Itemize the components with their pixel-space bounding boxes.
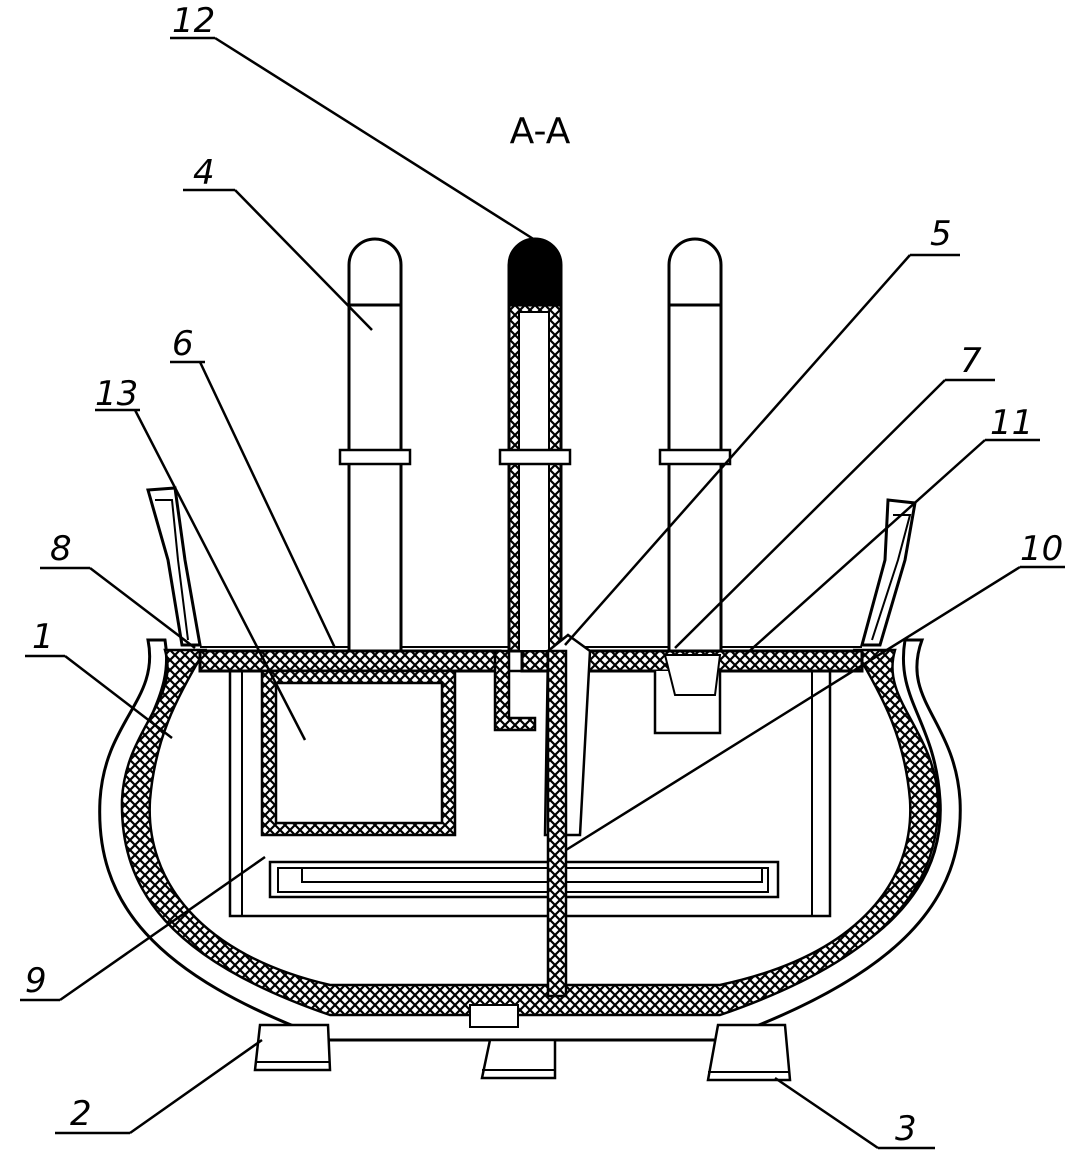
right-foot bbox=[706, 1023, 792, 1082]
right-handle bbox=[860, 498, 917, 647]
lid-plate-left bbox=[198, 649, 502, 673]
right-tube bbox=[658, 237, 732, 653]
left-foot bbox=[253, 1023, 332, 1072]
section-title: A-A bbox=[510, 111, 571, 152]
label-1: 1 bbox=[32, 617, 54, 657]
label-11: 11 bbox=[990, 403, 1033, 443]
label-2: 2 bbox=[70, 1094, 92, 1134]
leader-lines bbox=[20, 36, 1065, 1150]
bottom-port bbox=[469, 1004, 519, 1028]
label-13: 13 bbox=[95, 374, 138, 414]
label-8: 8 bbox=[50, 529, 72, 569]
inner-frame bbox=[228, 669, 832, 918]
left-tube bbox=[338, 237, 412, 653]
label-9: 9 bbox=[25, 961, 47, 1001]
label-5: 5 bbox=[930, 214, 952, 254]
center-foot bbox=[480, 1038, 557, 1080]
label-7: 7 bbox=[960, 341, 982, 381]
label-3: 3 bbox=[895, 1109, 917, 1149]
label-4: 4 bbox=[193, 153, 215, 193]
center-rod bbox=[546, 649, 568, 998]
center-probe-tube bbox=[493, 237, 572, 732]
label-10: 10 bbox=[1020, 529, 1063, 569]
label-6: 6 bbox=[172, 324, 194, 364]
insulation-liner bbox=[120, 648, 940, 1017]
label-12: 12 bbox=[172, 1, 215, 41]
